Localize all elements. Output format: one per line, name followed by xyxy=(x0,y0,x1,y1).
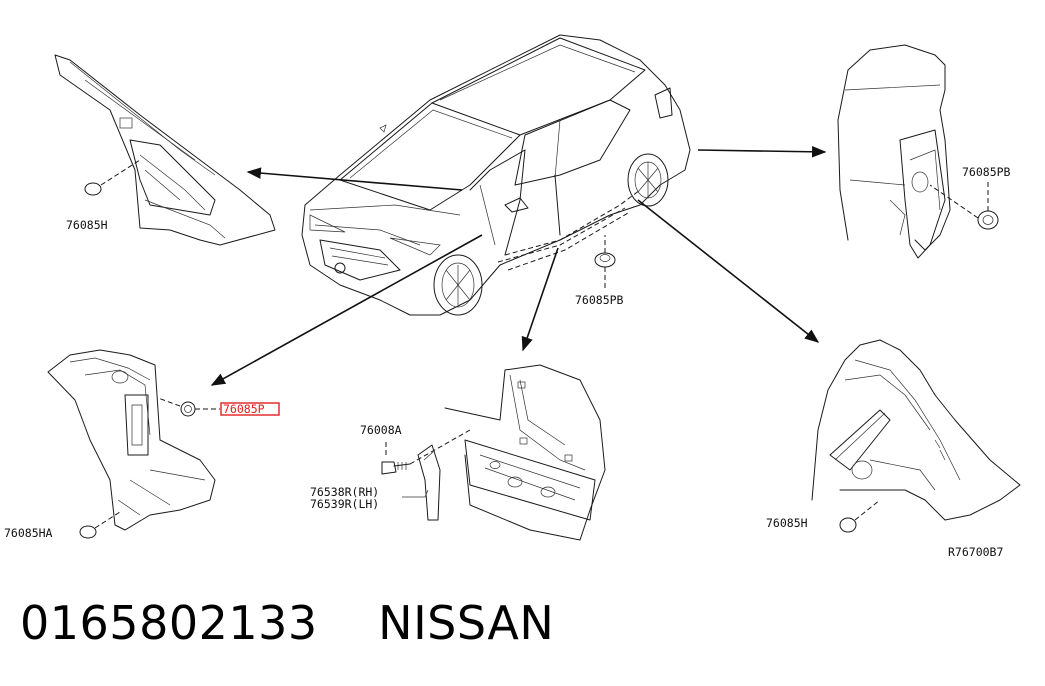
label-76085ha: 76085HA xyxy=(4,526,53,540)
detail-bottom-right xyxy=(811,339,1021,533)
detail-top-left xyxy=(54,54,276,246)
highlight-box xyxy=(220,402,280,416)
label-76085h-bottom-right: 76085H xyxy=(766,516,808,530)
brand-name: NISSAN xyxy=(378,596,555,650)
detail-top-right xyxy=(837,44,999,259)
center-grommet xyxy=(594,235,616,288)
label-76539r-lh: 76539R(LH) xyxy=(310,497,379,511)
label-76085pb-top-right: 76085PB xyxy=(962,165,1011,179)
diagram-code: R76700B7 xyxy=(948,545,1003,559)
label-76085pb-center: 76085PB xyxy=(575,293,624,307)
label-76085p-highlighted[interactable]: 76085P xyxy=(223,402,265,416)
callout-arrows xyxy=(210,146,827,386)
part-number: 0165802133 xyxy=(20,596,318,650)
caption: 0165802133 NISSAN xyxy=(20,596,554,650)
label-76538r-rh: 76538R(RH) xyxy=(310,485,379,499)
car-illustration xyxy=(301,34,691,316)
label-76008a: 76008A xyxy=(360,423,402,437)
label-76085h-top-left: 76085H xyxy=(66,218,108,232)
detail-bottom-center xyxy=(381,364,606,541)
detail-bottom-left xyxy=(47,349,220,539)
